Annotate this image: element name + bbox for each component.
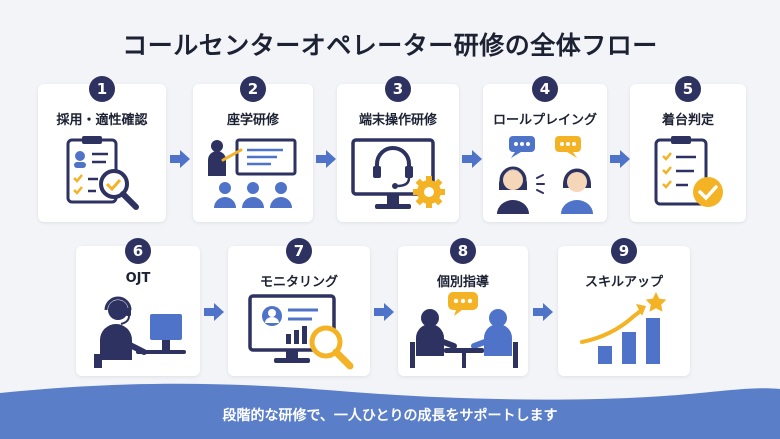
growth-chart-star-icon xyxy=(580,292,667,364)
checklist-approved-icon xyxy=(654,136,723,207)
step-card-8: 8 個別指導 xyxy=(398,238,528,376)
monitor-magnifier-icon xyxy=(248,294,354,370)
step-number-badge: 4 xyxy=(532,76,558,102)
flow-arrow-icon xyxy=(533,303,553,321)
step-label: 座学研修 xyxy=(226,113,279,128)
one-on-one-coaching-icon xyxy=(410,292,518,368)
roleplay-conversation-icon xyxy=(497,136,593,214)
step-card-1: 1 採用・適性確認 xyxy=(38,76,166,222)
flow-arrow-icon xyxy=(610,150,630,168)
step-label: スキルアップ xyxy=(584,275,663,290)
step-card-4: 4 ロールプレイング xyxy=(483,76,607,222)
clipboard-magnifier-icon xyxy=(66,136,139,210)
page-title: コールセンターオペレーター研修の全体フロー xyxy=(122,31,658,60)
monitor-headset-gear-icon xyxy=(351,138,445,209)
step-label: 採用・適性確認 xyxy=(56,113,148,128)
step-label: OJT xyxy=(125,271,151,286)
step-label: 端末操作研修 xyxy=(358,113,437,128)
footer-wave-background xyxy=(0,383,780,439)
step-label: モニタリング xyxy=(259,275,338,290)
step-number-badge: 1 xyxy=(89,76,115,102)
step-label: 個別指導 xyxy=(436,275,489,290)
step-label: 着台判定 xyxy=(661,113,714,128)
operator-at-desk-icon xyxy=(94,296,186,368)
step-number-badge: 3 xyxy=(385,76,411,102)
flow-arrow-icon xyxy=(374,303,394,321)
classroom-lecture-icon xyxy=(208,138,297,208)
step-card-9: 9 スキルアップ xyxy=(558,238,690,376)
flow-arrow-icon xyxy=(204,303,224,321)
flow-arrow-icon xyxy=(316,150,336,168)
step-card-2: 2 座学研修 xyxy=(193,76,313,222)
step-card-3: 3 端末操作研修 xyxy=(337,76,459,222)
step-card-7: 7 モニタリング xyxy=(228,238,370,376)
flow-arrow-icon xyxy=(462,150,482,168)
step-card-6: 6 OJT xyxy=(76,238,200,376)
step-number-badge: 7 xyxy=(286,238,312,264)
step-number-badge: 5 xyxy=(675,76,701,102)
step-label: ロールプレイング xyxy=(492,113,597,128)
step-number-badge: 6 xyxy=(125,238,151,264)
flow-arrow-icon xyxy=(170,150,190,168)
step-number-badge: 9 xyxy=(611,238,637,264)
step-card-5: 5 着台判定 xyxy=(630,76,746,222)
step-number-badge: 2 xyxy=(240,76,266,102)
step-number-badge: 8 xyxy=(450,238,476,264)
footer-caption: 段階的な研修で、一人ひとりの成長をサポートします xyxy=(222,408,558,424)
